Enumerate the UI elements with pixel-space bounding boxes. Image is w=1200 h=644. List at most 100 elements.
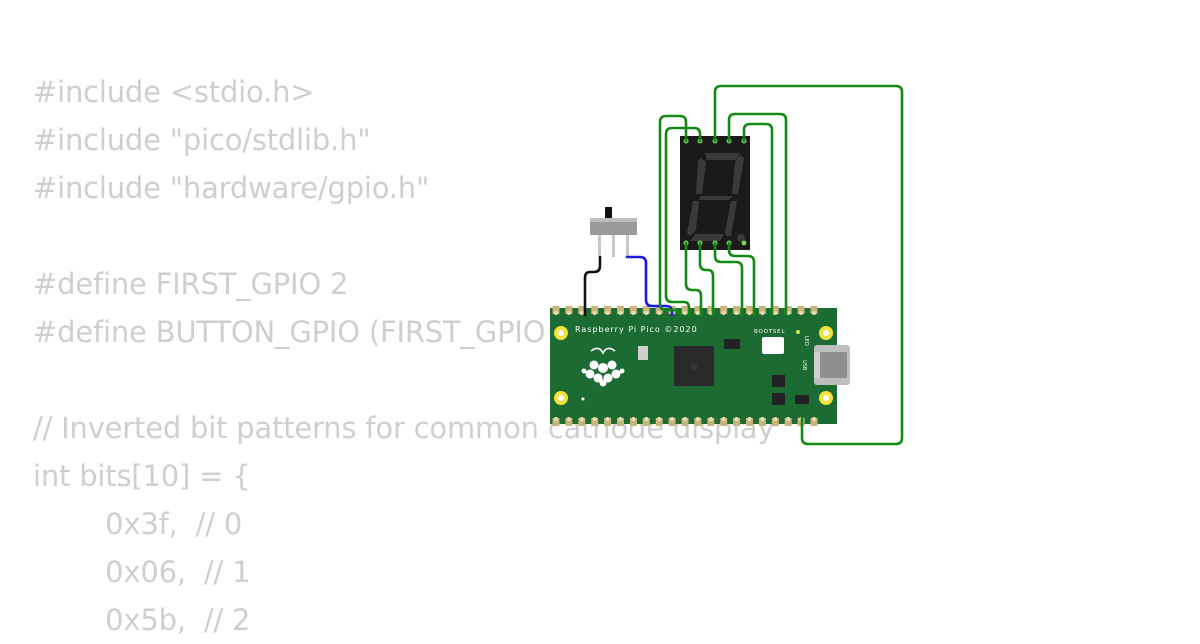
led-icon (796, 330, 800, 334)
header-pin (771, 418, 779, 426)
header-pin-hole (657, 417, 662, 421)
wire-green[interactable] (664, 126, 702, 317)
segment-dp (737, 234, 745, 242)
wire-black[interactable] (583, 255, 602, 317)
header-pin-hole (760, 417, 765, 421)
header-pin-hole (708, 417, 713, 421)
header-pin (733, 306, 741, 314)
header-pin-hole (721, 417, 726, 421)
circuit-diagram: Raspberry Pi Pico ©2020 BOOTSEL LED USB … (550, 84, 904, 446)
header-pin-hole (618, 417, 623, 421)
header-pin-hole (695, 417, 700, 421)
header-pin (655, 418, 663, 426)
header-pin-hole (631, 417, 636, 421)
header-pin-hole (644, 417, 649, 421)
header-pin-hole (773, 311, 778, 315)
component-ic (772, 375, 785, 387)
code-line: int bits[10] = { (33, 459, 251, 493)
header-pin (681, 418, 689, 426)
segment-g (699, 196, 733, 200)
usb-port (820, 352, 847, 378)
flash-chip (638, 346, 648, 360)
header-pin-hole (683, 311, 687, 315)
header-pin (797, 306, 805, 314)
header-pin-hole (812, 311, 816, 315)
header-pin-hole (618, 311, 623, 315)
header-pin-hole (683, 417, 687, 421)
pico-board[interactable]: Raspberry Pi Pico ©2020 BOOTSEL LED USB … (550, 306, 850, 426)
wire-green[interactable] (698, 241, 715, 317)
code-line: 0x06, // 1 (33, 555, 251, 589)
header-pin-hole (579, 417, 584, 421)
mounting-hole-center (558, 395, 564, 401)
segment-c (725, 201, 737, 236)
header-pin (733, 418, 741, 426)
mounting-hole-center (558, 330, 564, 336)
pico-header-bottom (552, 417, 818, 426)
segment-b (732, 155, 744, 194)
header-pin (578, 306, 586, 314)
wire-green[interactable] (713, 241, 744, 317)
header-pin-hole (644, 311, 649, 315)
code-line: #include "hardware/gpio.h" (33, 171, 430, 205)
header-pin-hole (605, 311, 610, 315)
header-pin-hole (592, 417, 597, 421)
header-pin-hole (747, 311, 752, 315)
header-pin-hole (579, 311, 584, 315)
wire-green[interactable] (727, 241, 756, 317)
header-pin-hole (799, 311, 804, 315)
header-pin (591, 306, 599, 314)
header-pin (694, 306, 702, 314)
seven-segment-display[interactable] (680, 136, 750, 250)
header-pin (707, 306, 715, 314)
header-pin (771, 306, 779, 314)
wire-green[interactable] (684, 241, 703, 317)
wire-green[interactable] (727, 112, 788, 317)
header-pin-hole (592, 311, 597, 315)
header-pin (784, 306, 792, 314)
wire-green[interactable] (742, 122, 774, 317)
header-pin (604, 418, 612, 426)
header-pin (746, 418, 753, 426)
board-name-label: Raspberry Pi Pico ©2020 (575, 325, 698, 334)
header-pin (707, 418, 715, 426)
raspberry-logo-icon (581, 347, 625, 387)
header-pin (591, 418, 599, 426)
segment-a (705, 153, 740, 160)
wire-blue[interactable] (625, 255, 674, 317)
segment-e (687, 201, 699, 236)
switch-body-highlight (590, 218, 637, 222)
wire-green[interactable] (713, 84, 904, 446)
header-pin-hole (695, 311, 700, 315)
bootsel-button[interactable] (762, 337, 784, 354)
rp2040-chip (674, 346, 714, 386)
header-pin-hole (760, 311, 765, 315)
header-pin-hole (566, 311, 571, 315)
mounting-hole-center (823, 330, 829, 336)
header-pin (617, 306, 624, 314)
switch-pin (626, 235, 629, 257)
header-pin-hole (605, 417, 610, 421)
header-pin-hole (773, 417, 778, 421)
header-pin (578, 418, 586, 426)
header-pin-hole (786, 417, 791, 421)
header-pin-hole (670, 417, 675, 421)
header-pin (681, 306, 689, 314)
header-pin-hole (657, 311, 662, 315)
header-pin (565, 306, 573, 314)
code-line: #define FIRST_GPIO 2 (33, 267, 349, 301)
header-pin (642, 418, 650, 426)
header-pin-hole (747, 417, 752, 421)
header-pin (694, 418, 702, 426)
code-line: // Inverted bit patterns for common cath… (33, 411, 775, 445)
chip-logo-icon: ✽ (690, 363, 698, 373)
component-ic (772, 393, 785, 405)
header-pin (655, 306, 663, 314)
wire-green[interactable] (658, 114, 688, 317)
header-pin (758, 306, 766, 314)
header-pin-hole (734, 311, 739, 315)
mounting-hole-center (823, 395, 829, 401)
header-pin (720, 418, 728, 426)
switch-lever (605, 207, 612, 219)
slide-switch[interactable] (590, 207, 637, 257)
